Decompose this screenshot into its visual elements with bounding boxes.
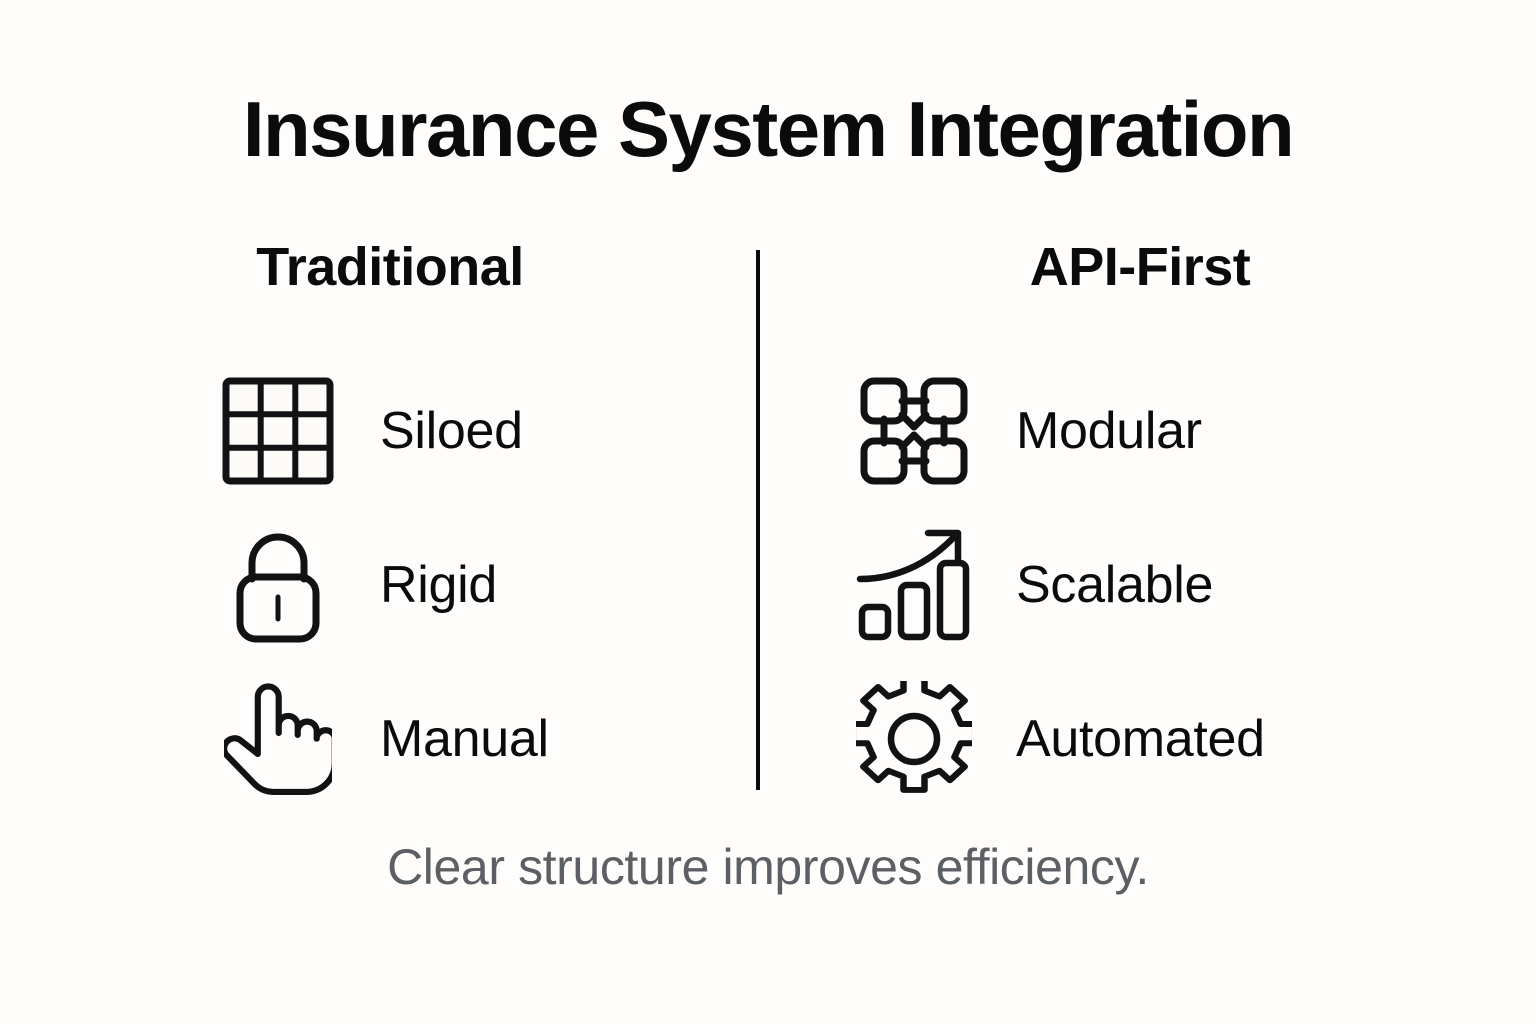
column-api-first: API-First [790,240,1490,816]
footer-caption: Clear structure improves efficiency. [387,839,1149,895]
pointing-hand-icon [218,679,338,799]
column-traditional: Traditional Siloed [40,240,740,816]
list-item-scalable[interactable]: Scalable [790,508,1490,662]
list-item-label: Rigid [380,556,497,614]
api-first-item-list: Modular Scalable [790,354,1490,816]
page-title: Insurance System Integration [242,85,1295,173]
list-item-label: Scalable [1016,556,1214,614]
column-divider [756,250,760,790]
list-item-label: Automated [1016,710,1265,768]
list-item-modular[interactable]: Modular [790,354,1490,508]
padlock-locked-icon [218,525,338,645]
comparison-area: Traditional Siloed [0,240,1536,800]
list-item-siloed[interactable]: Siloed [40,354,740,508]
list-item-automated[interactable]: Automated [790,662,1490,816]
list-item-label: Manual [380,710,549,768]
column-heading-traditional: Traditional [256,237,524,297]
list-item-label: Siloed [380,402,523,460]
growth-bar-chart-arrow-icon [854,525,974,645]
modular-blocks-icon [854,371,974,491]
list-item-rigid[interactable]: Rigid [40,508,740,662]
gear-icon [854,679,974,799]
traditional-item-list: Siloed Rigid [40,354,740,816]
list-item-manual[interactable]: Manual [40,662,740,816]
grid-3x3-icon [218,371,338,491]
column-heading-api-first: API-First [1029,237,1251,297]
list-item-label: Modular [1016,402,1202,460]
